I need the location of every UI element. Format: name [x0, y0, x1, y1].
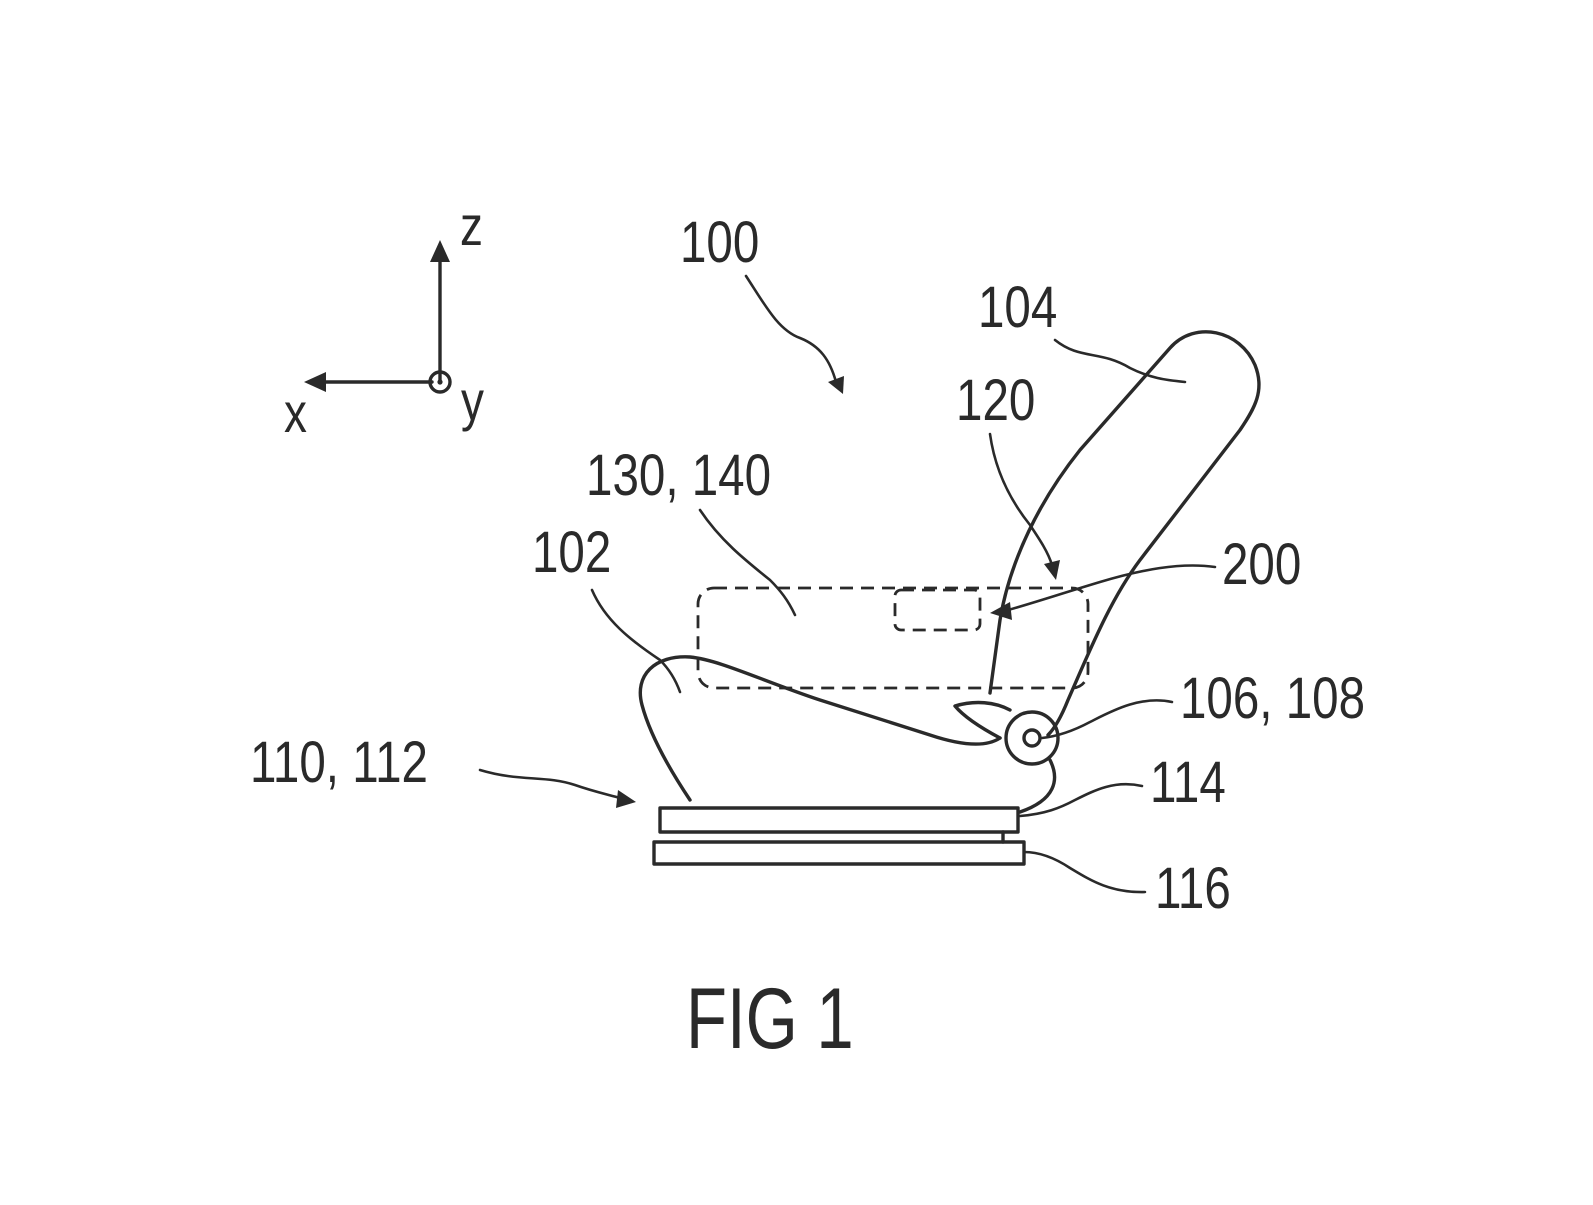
- leader-110-112: [478, 768, 622, 800]
- reference-114: 114: [1018, 751, 1226, 818]
- coordinate-axes: z x y: [284, 195, 484, 444]
- reference-120: 120: [956, 369, 1060, 580]
- label-114: 114: [1150, 751, 1226, 816]
- leader-200: [1006, 564, 1217, 612]
- backrest: 104: [978, 276, 1261, 737]
- component-200: 200: [893, 533, 1301, 632]
- x-axis-label: x: [284, 382, 307, 444]
- arrowhead-120: [1044, 560, 1060, 580]
- label-120: 120: [956, 369, 1035, 434]
- seat-cushion: 102: [532, 521, 1012, 802]
- seat-cushion-outline: [638, 655, 1002, 802]
- lower-rail: [652, 840, 1026, 866]
- label-104: 104: [978, 276, 1057, 341]
- z-axis-arrowhead: [430, 240, 450, 262]
- hinge: 106, 108: [1004, 667, 1365, 766]
- leader-120: [988, 432, 1054, 567]
- leader-102: [590, 588, 682, 694]
- y-axis-label: y: [461, 370, 484, 432]
- leader-130-140: [698, 508, 797, 617]
- hinge-pin: [1022, 728, 1042, 748]
- label-106-108: 106, 108: [1180, 667, 1365, 732]
- label-100: 100: [680, 211, 759, 276]
- leader-116: [1022, 850, 1147, 894]
- arrowhead-110-112: [616, 790, 636, 808]
- seat-hook-outline: [953, 700, 1012, 740]
- y-axis-out-of-plane-circle: [428, 370, 452, 394]
- hinge-outer-circle: [1004, 710, 1060, 766]
- figure-caption: FIG 1: [686, 971, 854, 1067]
- component-200-dashed-outline: [893, 588, 982, 632]
- reference-110-112: 110, 112: [250, 731, 636, 808]
- backrest-outline: [988, 330, 1261, 737]
- label-130-140: 130, 140: [586, 444, 771, 509]
- module-box: 130, 140: [586, 444, 1090, 690]
- arrowhead-100: [828, 376, 844, 394]
- arrowhead-200: [990, 602, 1012, 620]
- leader-106-108: [1040, 699, 1174, 740]
- label-110-112: 110, 112: [250, 731, 428, 796]
- z-axis-label: z: [460, 195, 483, 257]
- x-axis-arrowhead: [304, 372, 326, 392]
- label-116: 116: [1155, 857, 1231, 922]
- y-axis-dot: [437, 379, 443, 385]
- module-dashed-outline: [696, 586, 1090, 690]
- reference-100: 100: [680, 211, 844, 394]
- seat-rails: [652, 758, 1057, 866]
- leader-100: [744, 274, 838, 384]
- reference-116: 116: [1022, 850, 1231, 922]
- label-200: 200: [1222, 533, 1301, 598]
- leader-104: [1053, 338, 1187, 384]
- label-102: 102: [532, 521, 611, 586]
- leader-114: [1018, 782, 1144, 818]
- upper-rail: [658, 806, 1020, 834]
- support-bracket: [1018, 758, 1057, 814]
